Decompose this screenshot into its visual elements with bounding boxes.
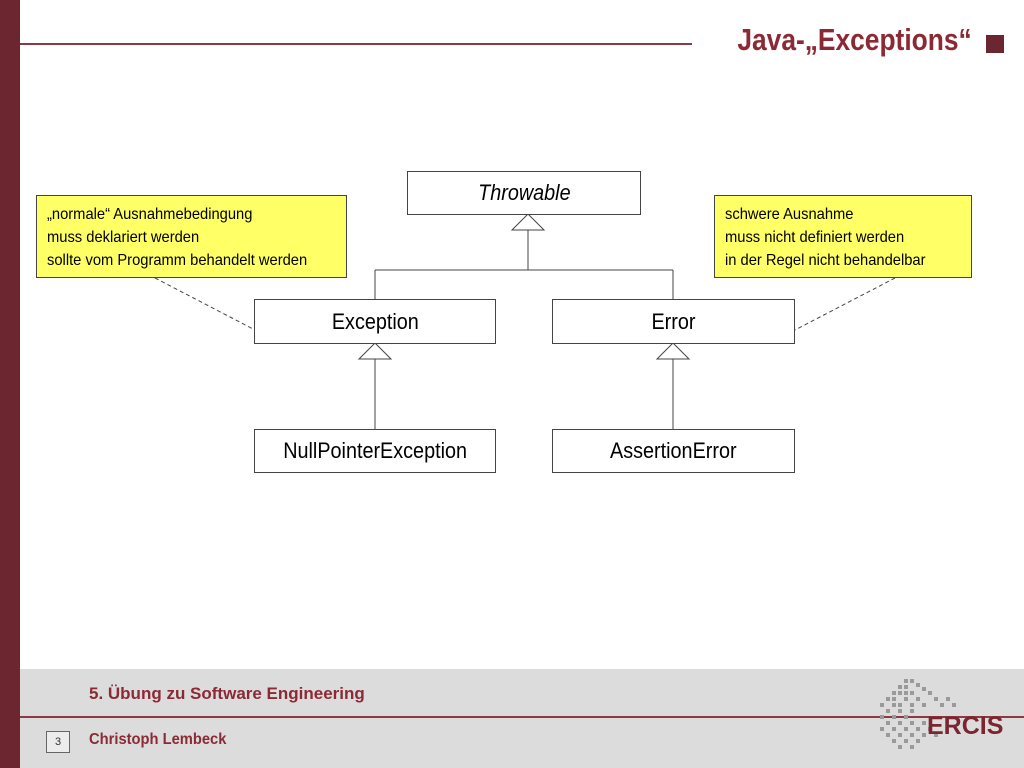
left-accent-bar	[0, 0, 20, 768]
note-error-line: in der Regel nicht behandelbar	[725, 252, 926, 269]
footer-course-title: 5. Übung zu Software Engineering	[89, 684, 365, 703]
note-anchor-exception	[154, 277, 256, 331]
ercis-logo-text: ERCIS	[927, 712, 1004, 740]
class-error-label: Error	[651, 308, 696, 334]
class-assertionerror-label: AssertionError	[610, 438, 737, 463]
class-nullpointerexception: NullPointerException	[254, 429, 496, 473]
class-exception-label: Exception	[331, 308, 419, 334]
note-error-line: schwere Ausnahme	[725, 206, 854, 223]
note-exception-line: muss deklariert werden	[47, 229, 200, 246]
class-throwable-label: Throwable	[477, 180, 571, 205]
footer-author: Christoph Lembeck	[89, 731, 227, 748]
footer	[20, 669, 1024, 768]
generalization-arrow-exception	[357, 342, 393, 360]
footer-rule	[20, 716, 1024, 718]
generalization-arrow-error	[655, 342, 691, 360]
ercis-logo-icon	[880, 679, 956, 749]
class-assertionerror: AssertionError	[552, 429, 795, 473]
generalization-arrow-throwable	[510, 213, 546, 231]
title-rule	[20, 43, 692, 45]
class-throwable: Throwable	[407, 171, 641, 215]
note-error-line: muss nicht definiert werden	[725, 229, 905, 246]
note-exception: „normale“ Ausnahmebedingung muss deklari…	[36, 195, 347, 278]
title-square-icon	[986, 35, 1004, 53]
page-number: 3	[46, 731, 70, 753]
note-exception-line: sollte vom Programm behandelt werden	[47, 252, 308, 269]
note-exception-line: „normale“ Ausnahmebedingung	[47, 206, 253, 223]
class-error: Error	[552, 299, 795, 344]
slide-title: Java-„Exceptions“	[737, 22, 972, 57]
class-exception: Exception	[254, 299, 496, 344]
note-error: schwere Ausnahme muss nicht definiert we…	[714, 195, 972, 278]
note-anchor-error	[794, 277, 896, 331]
class-nullpointerexception-label: NullPointerException	[283, 438, 467, 463]
